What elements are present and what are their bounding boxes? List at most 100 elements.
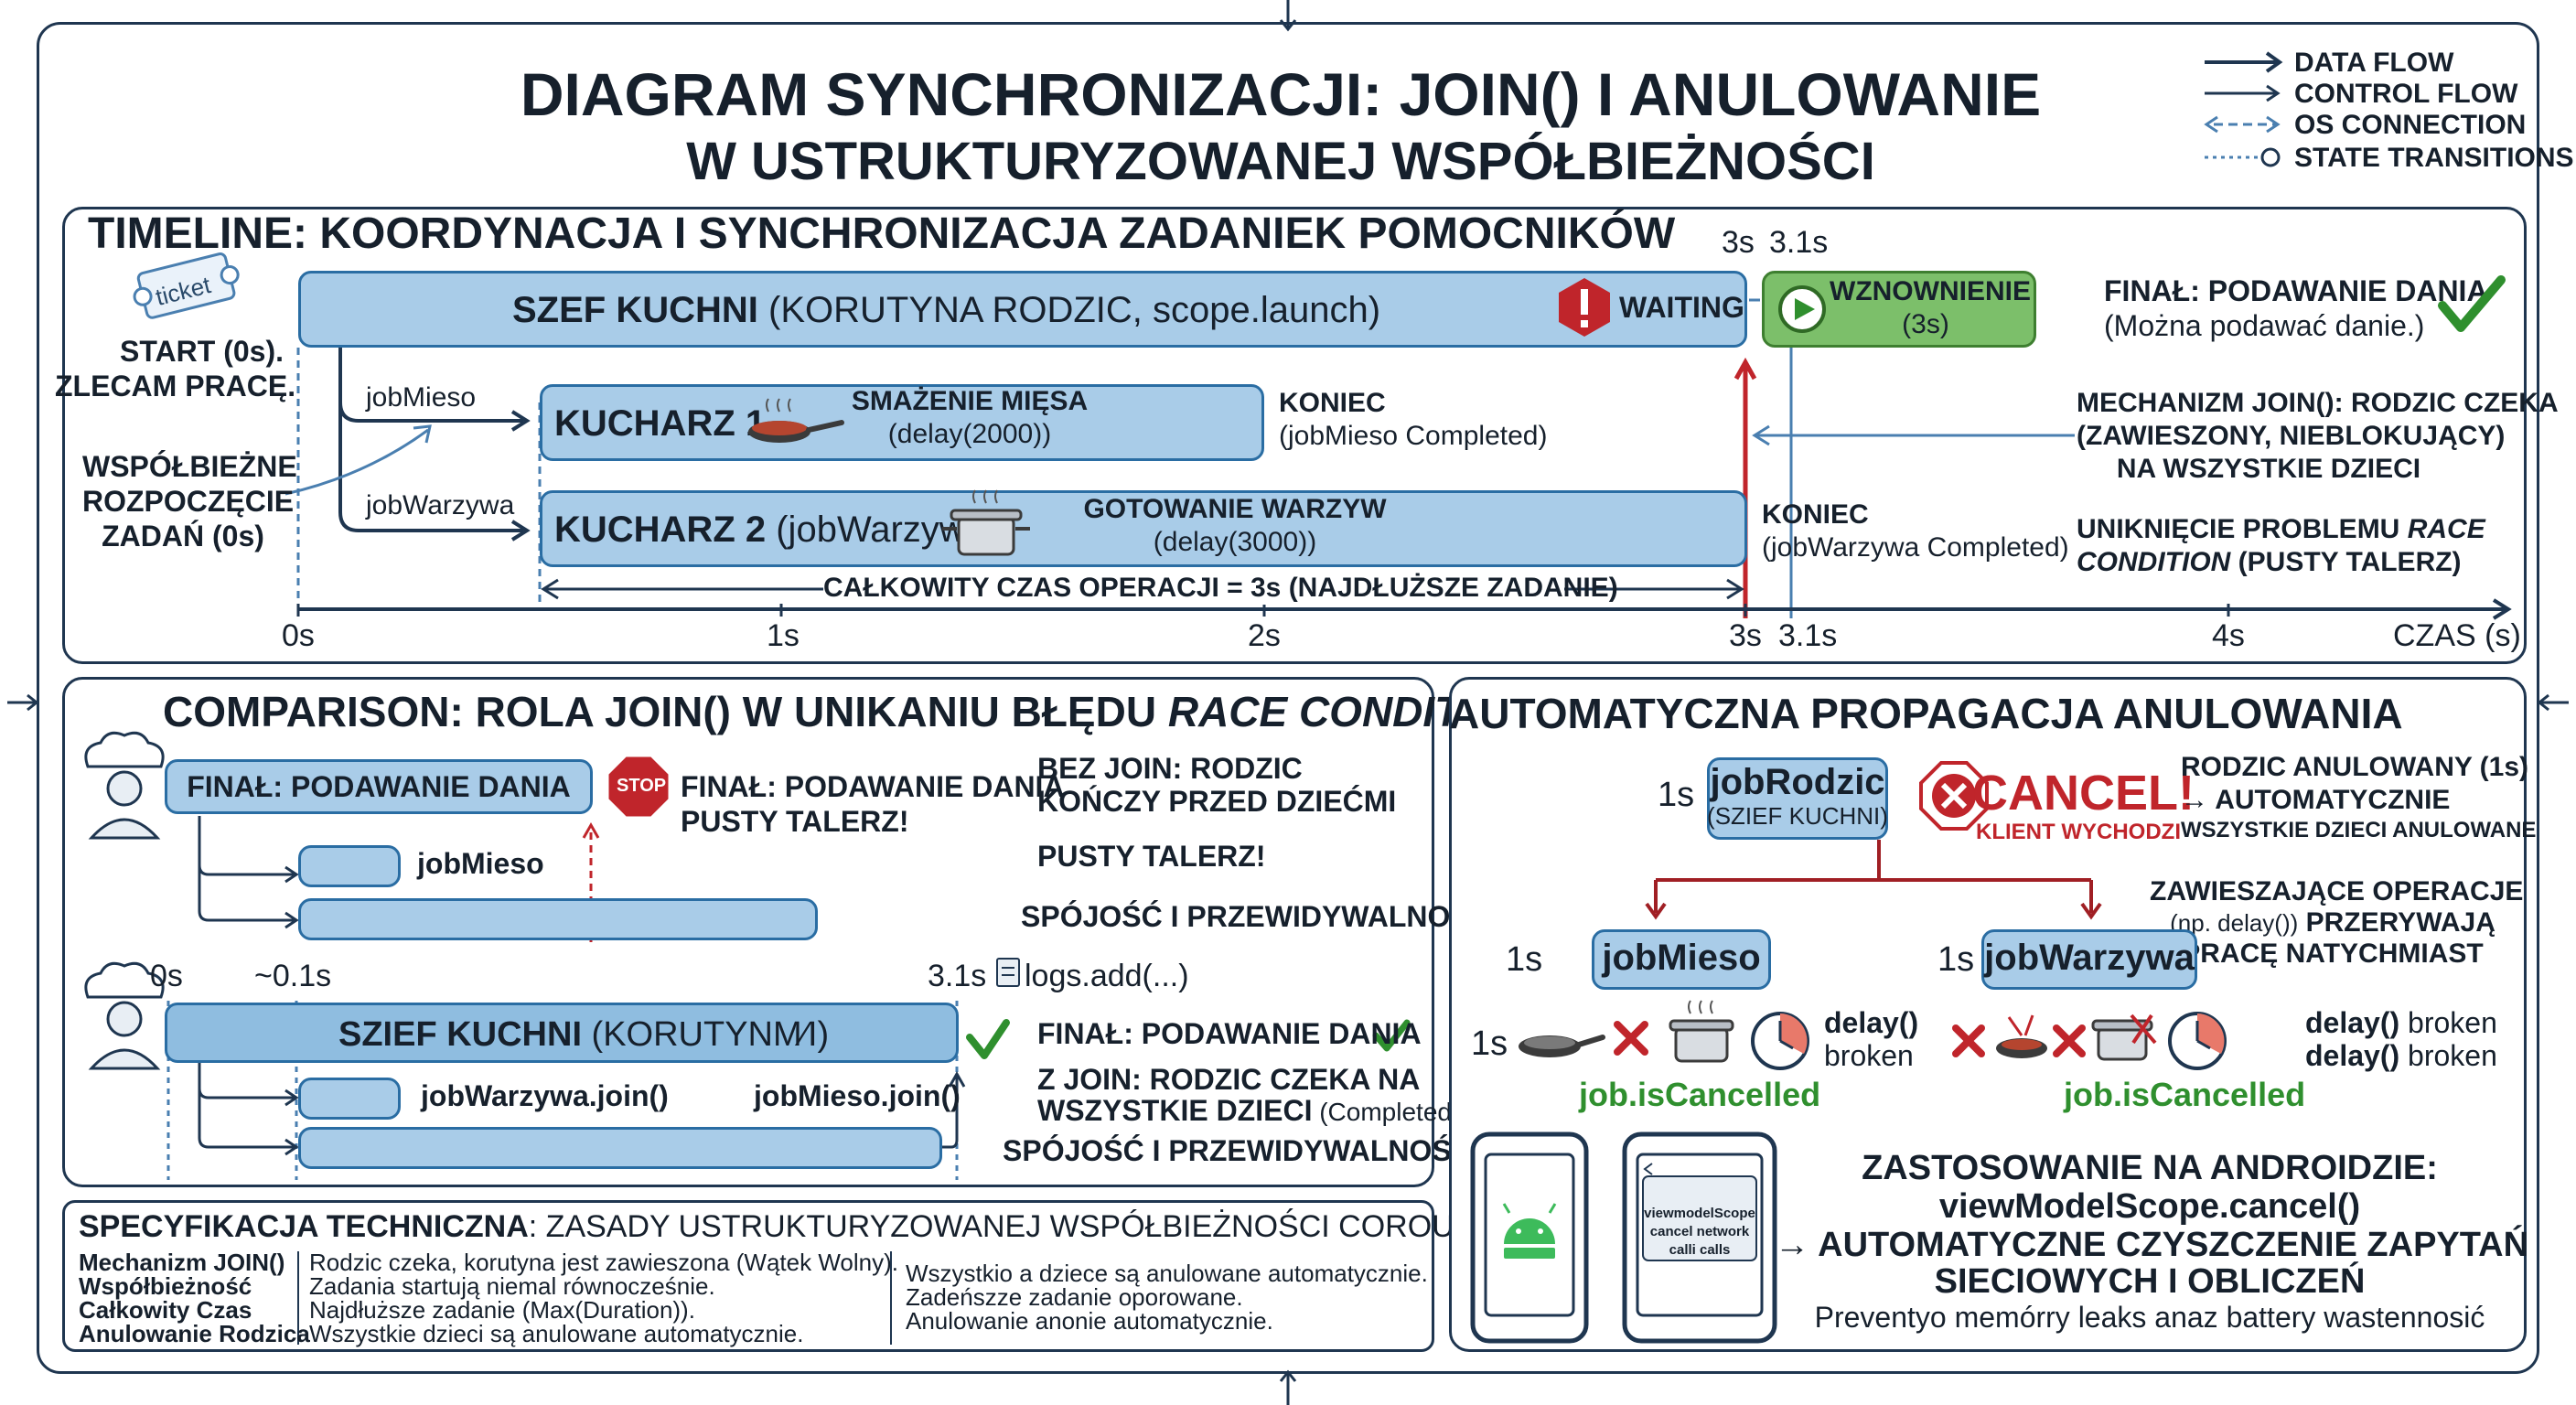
left-delay: delay() xyxy=(1824,1006,1919,1039)
warning-icon xyxy=(1559,278,1610,337)
parent-coroutine-bar xyxy=(298,271,1747,348)
suspend-note-1: ZAWIESZAJĄCE OPERACJE xyxy=(2150,876,2524,906)
spec-val-1: Rodzic czeka, korutyna jest zawieszona (… xyxy=(309,1249,898,1276)
join-warzywa-label: jobWarzywa.join() xyxy=(421,1079,669,1112)
final-ok-label: FINAŁ: PODAWANIE DANIA xyxy=(1037,1017,1422,1050)
phone-line-3: calli calls xyxy=(1669,1242,1731,1258)
comparison-heading: COMPARISON: ROLA JOIN() W UNIKANIU BŁĘDU… xyxy=(163,688,1536,735)
android-call: viewModelScope.cancel() xyxy=(1938,1187,2361,1226)
spec-key-4: Anulowanie Rodzica xyxy=(79,1320,310,1347)
stop-icon: STOP xyxy=(617,776,667,796)
suspend-note-3: PRACĘ NATYCHMIAST xyxy=(2182,938,2484,969)
spec-val-4: Wszystkie dzieci są anulowane automatycz… xyxy=(309,1320,804,1347)
join-mechanism-2: (ZAWIESZONY, NIEBLOKUJĄCY) xyxy=(2077,421,2506,451)
axis-tick-0s: 0s xyxy=(282,618,315,653)
phone-line-1: viewmodelScope xyxy=(1644,1206,1755,1221)
concurrent-label2: ROZPOCZĘCIE xyxy=(82,485,295,518)
chef-icon-1 xyxy=(84,731,165,840)
cook1-label: KUCHARZ 1 xyxy=(554,403,767,444)
cook1-delay: (delay(2000)) xyxy=(887,419,1052,449)
empty-plate-label: PUSTY TALERZ! xyxy=(1037,840,1266,873)
cook1-end2: (jobMieso Completed) xyxy=(1279,421,1548,451)
cancel-t-parent: 1s xyxy=(1658,776,1695,814)
title-line1: DIAGRAM SYNCHRONIZACJI: JOIN() I ANULOWA… xyxy=(520,60,2042,128)
legend-control-flow: CONTROL FLOW xyxy=(2294,79,2518,109)
spec-extra-2: Zadeńszze zadanie oporowane. xyxy=(906,1283,1243,1311)
compare-t0: 0s xyxy=(150,959,183,993)
cook2-task: GOTOWANIE WARZYW xyxy=(1083,494,1387,524)
cancel-t-warzywa: 1s xyxy=(1937,940,1975,979)
axis-tick-4s: 4s xyxy=(2212,618,2245,653)
cancel-heading: AUTOMATYCZNA PROPAGACJA ANULOWANIA xyxy=(1449,690,2403,737)
mark-3s: 3s xyxy=(1722,225,1755,260)
spec-key-1: Mechanizm JOIN() xyxy=(79,1249,285,1276)
legend-os-connection: OS CONNECTION xyxy=(2294,110,2527,140)
final-bar-nojoin xyxy=(165,759,593,814)
play-icon xyxy=(1778,285,1826,333)
job-warzywa-join-bar xyxy=(298,1127,942,1169)
frying-pan-icon xyxy=(748,398,844,443)
join-mechanism-3: NA WSZYSTKIE DZIECI xyxy=(2116,454,2421,484)
spec-val-2: Zadania startują niemal równocześnie. xyxy=(309,1272,715,1300)
job-warzywa-long-bar xyxy=(298,898,818,940)
concurrent-label3: ZADAŃ (0s) xyxy=(102,520,264,552)
child-warzywa-box xyxy=(1981,929,2197,990)
suspend-note-2: (np. delay()) PRZERYWAJĄ xyxy=(2170,907,2496,938)
legend-data-flow: DATA FLOW xyxy=(2294,48,2454,78)
axis-tick-3s: 3s xyxy=(1729,618,1762,653)
mark-3-1s: 3.1s xyxy=(1769,225,1829,260)
cancel-t-row: 1s xyxy=(1471,1024,1508,1063)
parent-bar-label: SZEF KUCHNI (KORUTYNA RODZIC, scope.laun… xyxy=(512,290,1381,330)
spec-val-3: Najdłuższe zadanie (Max(Duration)). xyxy=(309,1296,695,1324)
cancel-desc-2: → AUTOMATYCZNIE xyxy=(2181,785,2451,815)
job-rodzic-sub: (SZIEF KUCHNI) xyxy=(1707,802,1888,830)
cancel-sub: KLIENT WYCHODZI xyxy=(1976,820,2181,844)
consistency-label-2: SPÓJOŚĆ I PRZEWIDYWALNOŚĆ xyxy=(1003,1134,1473,1167)
axis-tick-1s: 1s xyxy=(767,618,800,653)
cook1-bar xyxy=(540,384,1264,461)
job-rodzic-box xyxy=(1707,757,1888,840)
android-title: ZASTOSOWANIE NA ANDROIDZIE: xyxy=(1862,1149,2438,1187)
job-mieso-label: jobMieso xyxy=(366,382,477,413)
spec-extra-3: Anulowanie anonie automatycznie. xyxy=(906,1307,1273,1335)
race-note-1: UNIKNIĘCIE PROBLEMU RACE xyxy=(2077,514,2485,544)
axis-tick-3-1s: 3.1s xyxy=(1778,618,1838,653)
withjoin-note-1: Z JOIN: RODZIC CZEKA NA xyxy=(1037,1063,1421,1096)
child-mieso-label: jobMieso xyxy=(1602,938,1761,978)
axis-label: CZAS (s) xyxy=(2393,618,2521,653)
legend-state-transitions: STATE TRANSITIONS xyxy=(2294,143,2574,173)
job-mieso-join-bar xyxy=(298,1078,401,1120)
android-cleanup-2: SIECIOWYCH I OBLICZEŃ xyxy=(1934,1262,2366,1301)
legend-lines xyxy=(2204,51,2283,167)
total-time-label: CAŁKOWITY CZAS OPERACJI = 3s (NAJDŁUŻSZE… xyxy=(823,573,1618,605)
job-mieso-short-bar xyxy=(298,845,401,887)
resume-label: WZNOWNIENIE xyxy=(1830,276,2031,306)
start-label: START (0s). xyxy=(120,335,284,368)
child-mieso-box xyxy=(1592,929,1771,990)
job-mieso-short-label: jobMieso xyxy=(417,847,544,880)
android-note: Preventyo memórry leaks anaz battery was… xyxy=(1814,1301,2485,1334)
chef-bar-join xyxy=(165,1003,959,1063)
chef-bar-join-label: SZIEF KUCHNI (KORUTYNM∕I) xyxy=(338,1015,830,1054)
cook1-task: SMAŻENIE MIĘSA xyxy=(851,386,1089,416)
pot-icon xyxy=(942,489,1030,556)
is-cancelled-left: job.isCancelled xyxy=(1579,1076,1821,1113)
cancel-desc-1: RODZIC ANULOWANY (1s) xyxy=(2181,752,2529,782)
spec-extra-1: Wszystkio a dziece są anulowane automaty… xyxy=(906,1260,1428,1287)
wrong-final-1: FINAŁ: PODAWANIE DANIA xyxy=(681,770,1065,803)
final-sub: (Można podawać danie.) xyxy=(2104,309,2425,342)
spec-key-3: Całkowity Czas xyxy=(79,1296,252,1324)
cancel-label: CANCEL! xyxy=(1972,766,2195,820)
cook2-end: KONIEC xyxy=(1762,499,1869,530)
nojoin-note-1: BEZ JOIN: RODZIC xyxy=(1037,752,1303,785)
compare-t01: ~0.1s xyxy=(254,959,332,993)
final-title: FINAŁ: PODAWANIE DANIA xyxy=(2104,274,2488,307)
cancel-t-mieso: 1s xyxy=(1506,940,1543,979)
child-warzywa-label: jobWarzywa xyxy=(1984,938,2195,978)
resume-time: (3s) xyxy=(1902,309,1949,339)
phone-line-2: cancel network xyxy=(1649,1224,1750,1239)
